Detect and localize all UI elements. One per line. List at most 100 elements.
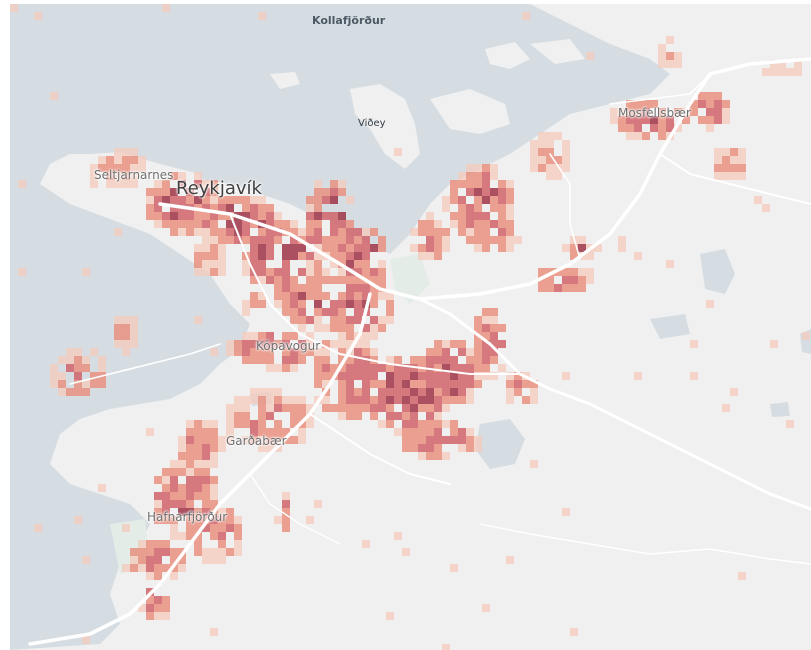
heat-cell <box>546 172 554 180</box>
heat-cell <box>458 196 466 204</box>
heat-cell <box>370 348 378 356</box>
heat-cell <box>314 316 322 324</box>
heat-cell <box>218 516 226 524</box>
heat-cell <box>122 148 130 156</box>
heat-cell <box>146 204 154 212</box>
heat-cell <box>258 212 266 220</box>
heat-cell <box>434 244 442 252</box>
heat-cell <box>170 212 178 220</box>
heat-cell <box>482 236 490 244</box>
heat-cell <box>354 300 362 308</box>
road-main <box>418 297 811 511</box>
heat-cell <box>418 444 426 452</box>
heat-cell <box>226 348 234 356</box>
heat-cell <box>530 388 538 396</box>
heat-cell <box>162 516 170 524</box>
basemap[interactable] <box>10 4 811 650</box>
heat-cell <box>722 148 730 156</box>
heat-cell <box>258 244 266 252</box>
heat-cell <box>218 444 226 452</box>
heat-cell <box>658 124 666 132</box>
heat-cell <box>250 332 258 340</box>
heat-cell <box>722 404 730 412</box>
heat-cell <box>298 316 306 324</box>
heat-cell <box>138 556 146 564</box>
heat-cell <box>226 228 234 236</box>
heat-cell <box>314 228 322 236</box>
heat-cell <box>194 252 202 260</box>
heat-cell <box>410 372 418 380</box>
heat-cell <box>362 332 370 340</box>
heat-cell <box>362 340 370 348</box>
heat-cell <box>258 12 266 20</box>
heat-cell <box>442 228 450 236</box>
heat-cell <box>354 308 362 316</box>
heat-cell <box>426 388 434 396</box>
heat-cell <box>322 276 330 284</box>
heat-cell <box>186 444 194 452</box>
heat-cell <box>282 252 290 260</box>
heat-cell <box>162 212 170 220</box>
heat-cell <box>562 156 570 164</box>
heat-cell <box>490 372 498 380</box>
heat-cell <box>146 540 154 548</box>
heat-cell <box>426 412 434 420</box>
heat-cell <box>714 116 722 124</box>
heat-cell <box>290 308 298 316</box>
heat-cell <box>506 556 514 564</box>
heat-cell <box>290 356 298 364</box>
heat-cell <box>458 228 466 236</box>
heat-cell <box>266 412 274 420</box>
heat-cell <box>378 396 386 404</box>
heat-cell <box>474 204 482 212</box>
heat-cell <box>202 180 210 188</box>
heat-cell <box>298 308 306 316</box>
heat-cell <box>210 188 218 196</box>
heat-cell <box>314 220 322 228</box>
heat-cell <box>234 236 242 244</box>
heat-cell <box>570 244 578 252</box>
heat-cell <box>178 196 186 204</box>
heat-cell <box>314 500 322 508</box>
heat-cell <box>346 364 354 372</box>
heat-cell <box>298 348 306 356</box>
heat-cell <box>562 244 570 252</box>
heat-cell <box>458 204 466 212</box>
heat-cell <box>258 260 266 268</box>
heat-cell <box>546 268 554 276</box>
heat-cell <box>226 220 234 228</box>
heat-cell <box>290 412 298 420</box>
heat-cell <box>162 548 170 556</box>
heat-cell <box>434 444 442 452</box>
heat-cell <box>202 548 210 556</box>
heat-cell <box>298 252 306 260</box>
heat-cell <box>330 300 338 308</box>
heat-cell <box>274 436 282 444</box>
heat-cell <box>530 164 538 172</box>
heat-cell <box>362 236 370 244</box>
heat-cell <box>474 196 482 204</box>
heat-cell <box>434 348 442 356</box>
heat-cell <box>506 236 514 244</box>
heat-cell <box>130 180 138 188</box>
lake <box>650 314 690 339</box>
heat-cell <box>354 316 362 324</box>
heat-cell <box>466 444 474 452</box>
heat-cell <box>434 372 442 380</box>
heat-cell <box>242 196 250 204</box>
heat-cell <box>314 212 322 220</box>
heat-cell <box>226 404 234 412</box>
heat-cell <box>546 156 554 164</box>
heat-cell <box>418 252 426 260</box>
heat-cell <box>354 244 362 252</box>
heat-cell <box>178 452 186 460</box>
heat-cell <box>58 356 66 364</box>
heat-cell <box>482 308 490 316</box>
heat-cell <box>226 508 234 516</box>
heat-cell <box>258 420 266 428</box>
heat-cell <box>346 292 354 300</box>
heat-cell <box>506 180 514 188</box>
heat-cell <box>706 92 714 100</box>
heat-cell <box>210 428 218 436</box>
